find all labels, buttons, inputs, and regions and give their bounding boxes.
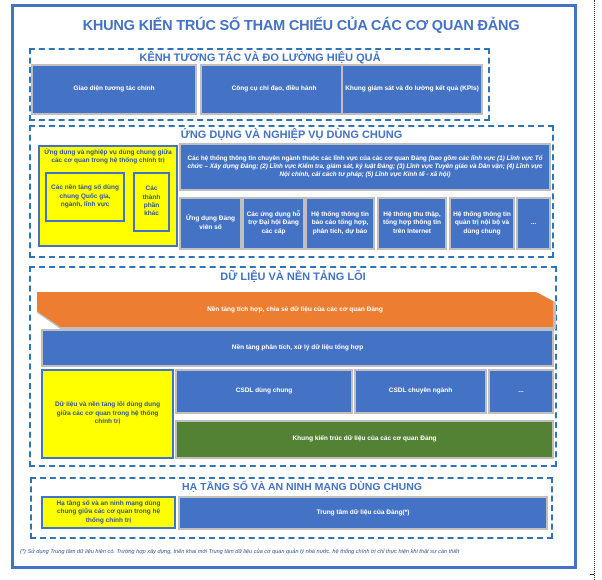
app-box-internet-collection: Hệ thống thu thập, tổng hợp thông tin tr… [377,197,447,250]
database-more-box: ... [488,369,554,414]
channels-box-main-interface: Giao diện tương tác chính [31,64,197,115]
data-section-title: DỮ LIỆU VÀ NỀN TẢNG LÕI [220,271,366,283]
analytics-platform-box: Nền tảng phân tích, xử lý dữ liệu tổng h… [41,329,554,367]
infrastructure-shared-box: Hạ tầng số và an ninh mạng dùng chung gi… [41,496,176,529]
national-platforms-box: Các nền tảng số dùng chung Quốc gia, ngà… [45,172,125,222]
specialized-systems-lead: Các hệ thống thông tin chuyên ngành thuộ… [187,154,427,162]
data-architecture-box: Khung kiến trúc dữ liệu của các cơ quan … [175,420,554,459]
infrastructure-section [30,477,553,539]
page-edge-dotted-line [594,0,595,580]
data-section [29,266,557,467]
specialized-systems-box: Các hệ thống thông tin chuyên ngành thuộ… [179,143,551,191]
applications-section-title: ỨNG DỤNG VÀ NGHIỆP VỤ DÙNG CHUNG [180,129,403,141]
applications-shared-title: Ứng dụng và nghiệp vụ dùng chung giữa cá… [44,149,172,165]
data-shared-box: Dữ liệu và nền tảng lõi dùng dung giữa c… [41,369,174,459]
applications-section [29,125,554,258]
channels-section-title: KÊNH TƯƠNG TÁC VÀ ĐO LƯỜNG HIỆU QUẢ [139,52,381,64]
footnote: (*) Sử dụng Trung tâm dữ liệu hiện có. T… [20,549,460,555]
channels-section [29,48,490,121]
other-components-box: Các thành phần khác [133,172,170,232]
channels-box-direction-tools: Công cụ chỉ đạo, điều hành [200,64,348,115]
integration-platform-band: Nền tảng tích hợp, chia sẻ dữ liệu của c… [37,292,553,327]
infrastructure-section-title: HẠ TẦNG SỐ VÀ AN NINH MẠNG DÙNG CHUNG [182,481,422,493]
app-box-internal-management: Hệ thống thông tin quản trị nội bộ và dù… [449,197,515,250]
database-shared-box: CSDL dùng chung [175,369,353,414]
app-box-congress-support: Các ứng dụng hỗ trợ Đại hội Đảng các cấp [242,197,305,250]
page-edge-corner [590,574,594,575]
database-specialized-box: CSDL chuyên ngành [354,369,487,414]
channels-box-kpi-framework: Khung giám sát và đo lường kết quả (KPIs… [341,64,483,115]
app-box-more: ... [516,197,551,250]
diagram-title: KHUNG KIẾN TRÚC SỐ THAM CHIẾU CỦA CÁC CƠ… [82,18,520,34]
app-box-digital-party-member: Ứng dụng Đảng viên số [179,197,242,250]
data-center-box: Trung tâm dữ liệu của Đảng(*) [178,496,548,530]
specialized-systems-detail: (bao gồm các lĩnh vực (1) Lĩnh vực Tổ ch… [187,154,543,179]
app-box-reporting-analytics: Hệ thống thông tin báo cáo tổng hợp, phâ… [305,197,375,250]
